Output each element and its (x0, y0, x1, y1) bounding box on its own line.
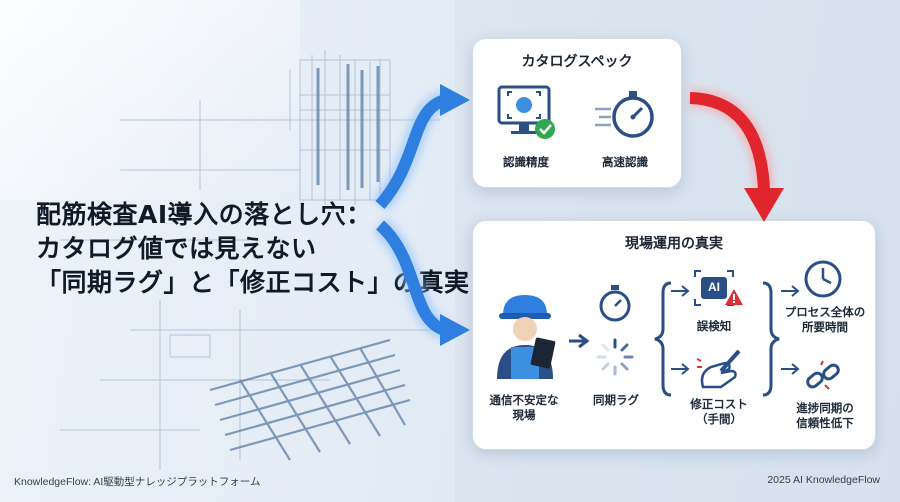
process-time-label-line-1: プロセス全体の (784, 305, 866, 319)
left-brace-icon (654, 281, 672, 397)
clock-icon (804, 260, 842, 298)
fix-cost-label-line-1: 修正コスト (690, 397, 748, 411)
result-arrows-icon (781, 285, 800, 375)
ai-misdetection-icon: AI (691, 267, 745, 311)
worker-label-line-1: 通信不安定な (489, 393, 559, 407)
loading-spinner-icon (596, 338, 634, 376)
site-worker-tablet-icon (497, 295, 556, 379)
misdetection-label: 誤検知 (696, 319, 732, 333)
broken-chain-icon (806, 360, 840, 390)
ai-chip-icon (694, 270, 743, 306)
branch-arrows-icon (671, 285, 690, 375)
process-time-label-line-2: 所要時間 (802, 320, 848, 334)
sync-reliability-label-line-1: 進捗同期の (796, 401, 854, 415)
sync-lag-label: 同期ラグ (593, 393, 639, 407)
accuracy-label: 認識精度 (503, 155, 549, 169)
ai-badge-text: AI (708, 280, 720, 294)
headline-line-3: 「同期ラグ」と「修正コスト」の真実 (36, 268, 470, 297)
footer-copyright: 2025 AI KnowledgeFlow (767, 474, 880, 486)
headline-line-1: 配筋検査AI導入の落とし穴： (36, 200, 372, 229)
fix-cost-label-line-2: （手間） (696, 412, 742, 426)
headline: 配筋検査AI導入の落とし穴： カタログ値では見えない 「同期ラグ」と「修正コスト… (36, 198, 470, 300)
arrow-right-icon (569, 333, 590, 349)
monitor-check-icon (497, 85, 555, 139)
speed-label: 高速認識 (602, 155, 648, 169)
footer-brand: KnowledgeFlow: AI駆動型ナレッジプラットフォーム (14, 476, 261, 488)
field-reality-title: 現場運用の真実 (625, 236, 723, 252)
stopwatch-speed-icon (595, 91, 654, 138)
stopwatch-icon (599, 285, 631, 322)
right-brace-icon (762, 281, 780, 397)
catalog-spec-title: カタログスペック (521, 54, 633, 70)
worker-label-line-2: 現場 (512, 408, 536, 422)
sync-reliability-label-line-2: 信頼性低下 (796, 416, 854, 430)
field-reality-panel: 現場運用の真実 通信不安定な 現場 同期ラグ (472, 220, 876, 450)
catalog-spec-panel: カタログスペック 認識精度 高速認識 (472, 38, 682, 188)
hand-pen-icon (696, 349, 741, 389)
headline-line-2: カタログ値では見えない (36, 234, 317, 263)
